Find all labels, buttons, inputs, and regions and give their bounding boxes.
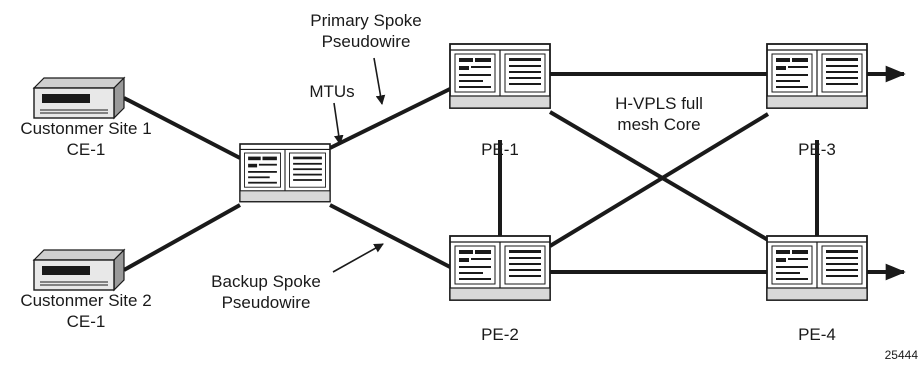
backup-spoke-label-line2: Pseudowire [222,293,311,312]
primary-spoke-pointer [373,57,386,105]
ce-site2-device [33,249,125,291]
site1-label-line2: CE-1 [67,140,106,159]
pe3-label: PE-3 [798,140,836,159]
link-pe1-pe4 [548,110,770,242]
backup-spoke-label-line1: Backup Spoke [211,272,321,291]
site2-label-line1: Custonmer Site 2 [20,291,151,310]
pe1-label: PE-1 [481,140,519,159]
hvpls-label-line2: mesh Core [617,115,700,134]
pe4-label: PE-4 [798,325,836,344]
mtus-label: MTUs [309,82,354,101]
primary-spoke-label-line2: Pseudowire [322,32,411,51]
pe2-label: PE-2 [481,325,519,344]
backup-spoke-pointer [332,243,384,273]
backup-spoke-link [329,203,453,270]
mtu-device [239,143,331,203]
site2-label-line2: CE-1 [67,312,106,331]
links [123,65,906,281]
figure-id: 25444 [885,348,919,362]
mtus-pointer [333,102,344,145]
hvpls-label-line1: H-VPLS full [615,94,703,113]
primary-spoke-label-line1: Primary Spoke [310,11,421,30]
pe4-device [766,235,868,301]
pe2-device [449,235,551,301]
link-ce2-mtu [123,203,241,272]
link-ce1-mtu [123,96,241,160]
ce-site1-device [33,77,125,119]
pe1-device [449,43,551,109]
pointer-arrows [332,57,386,273]
link-pe2-pe3 [548,112,770,248]
site1-label-line1: Custonmer Site 1 [20,119,151,138]
pe3-device [766,43,868,109]
primary-spoke-link [329,86,453,150]
